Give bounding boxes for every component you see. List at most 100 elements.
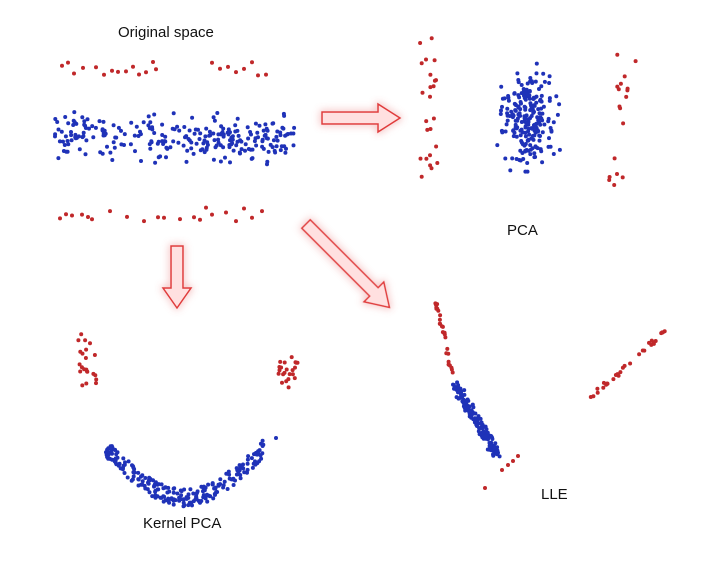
scatter-point	[257, 123, 262, 128]
scatter-point	[167, 489, 172, 494]
scatter-point	[512, 130, 517, 135]
scatter-point	[494, 450, 499, 455]
scatter-point	[202, 138, 207, 143]
scatter-point	[66, 121, 71, 126]
scatter-point	[518, 133, 523, 138]
scatter-point	[621, 121, 626, 126]
scatter-point	[139, 159, 143, 163]
scatter-point	[155, 487, 160, 492]
scatter-point	[77, 362, 82, 367]
scatter-point	[78, 369, 83, 374]
scatter-point	[260, 209, 264, 214]
scatter-point	[514, 157, 519, 161]
scatter-point	[221, 132, 226, 137]
scatter-point	[547, 98, 552, 103]
scatter-point	[92, 353, 97, 357]
scatter-point	[216, 132, 221, 137]
scatter-point	[266, 149, 271, 154]
scatter-point	[94, 381, 98, 386]
scatter-point	[433, 301, 438, 306]
scatter-point	[495, 445, 500, 450]
scatter-point	[530, 103, 535, 108]
scatter-point	[81, 130, 86, 135]
scatter-point	[171, 490, 176, 495]
scatter-point	[176, 140, 181, 145]
scatter-point	[528, 76, 533, 80]
scatter-point	[546, 116, 551, 121]
scatter-point	[419, 61, 424, 66]
scatter-point	[542, 122, 547, 127]
scatter-point	[108, 150, 113, 155]
scatter-point	[551, 152, 556, 156]
scatter-point	[119, 142, 124, 147]
scatter-point	[531, 110, 536, 115]
scatter-point	[190, 115, 195, 120]
scatter-point	[76, 134, 81, 139]
scatter-point	[486, 437, 490, 442]
scatter-point	[540, 160, 545, 165]
scatter-point	[223, 155, 227, 160]
arrow-original-to-lle	[300, 218, 391, 309]
scatter-point	[542, 79, 547, 84]
scatter-point	[94, 377, 99, 382]
scatter-point	[485, 430, 490, 435]
scatter-point	[100, 128, 105, 133]
scatter-point	[273, 150, 278, 155]
scatter-point	[242, 470, 247, 475]
scatter-point	[234, 472, 239, 477]
scatter-point	[65, 139, 70, 143]
scatter-point	[208, 494, 213, 499]
scatter-point	[522, 93, 526, 98]
scatter-point	[62, 143, 67, 147]
scatter-point	[274, 144, 279, 149]
scatter-point	[511, 134, 516, 139]
scatter-point	[184, 159, 189, 164]
scatter-point	[595, 386, 600, 391]
scatter-point	[498, 112, 503, 116]
scatter-point	[611, 377, 616, 382]
scatter-point	[260, 438, 265, 443]
scatter-point	[153, 160, 158, 165]
scatter-point	[519, 120, 524, 124]
scatter-point	[156, 215, 160, 220]
scatter-point	[500, 130, 505, 135]
scatter-point	[124, 69, 128, 74]
scatter-point	[534, 71, 539, 76]
scatter-point	[195, 489, 200, 494]
lle-label: LLE	[541, 486, 568, 503]
scatter-point	[284, 367, 289, 372]
scatter-point	[642, 348, 647, 353]
scatter-point	[121, 463, 126, 468]
scatter-point	[505, 118, 510, 123]
scatter-point	[210, 60, 214, 65]
scatter-point	[97, 119, 102, 124]
scatter-point	[533, 79, 538, 84]
scatter-point	[512, 91, 517, 96]
scatter-point	[261, 442, 266, 447]
scatter-point	[538, 115, 543, 120]
scatter-point	[548, 126, 553, 130]
scatter-point	[83, 152, 88, 157]
scatter-point	[249, 456, 254, 461]
arrow-original-to-kernel-pca	[161, 245, 193, 310]
scatter-point	[188, 487, 193, 492]
scatter-point	[261, 128, 266, 133]
scatter-point	[519, 83, 524, 87]
scatter-point	[539, 99, 544, 104]
scatter-point	[277, 368, 282, 373]
scatter-point	[199, 484, 204, 489]
scatter-point	[429, 166, 434, 171]
scatter-point	[184, 134, 189, 139]
scatter-point	[253, 462, 258, 467]
scatter-point	[506, 463, 510, 467]
scatter-point	[77, 147, 82, 152]
kernel-pca-scatter	[76, 332, 300, 509]
scatter-point	[536, 107, 541, 112]
scatter-point	[517, 95, 522, 100]
scatter-point	[508, 168, 513, 173]
scatter-point	[221, 126, 226, 131]
scatter-point	[227, 143, 232, 147]
scatter-point	[76, 338, 81, 343]
scatter-point	[532, 151, 537, 156]
scatter-point	[444, 351, 449, 356]
